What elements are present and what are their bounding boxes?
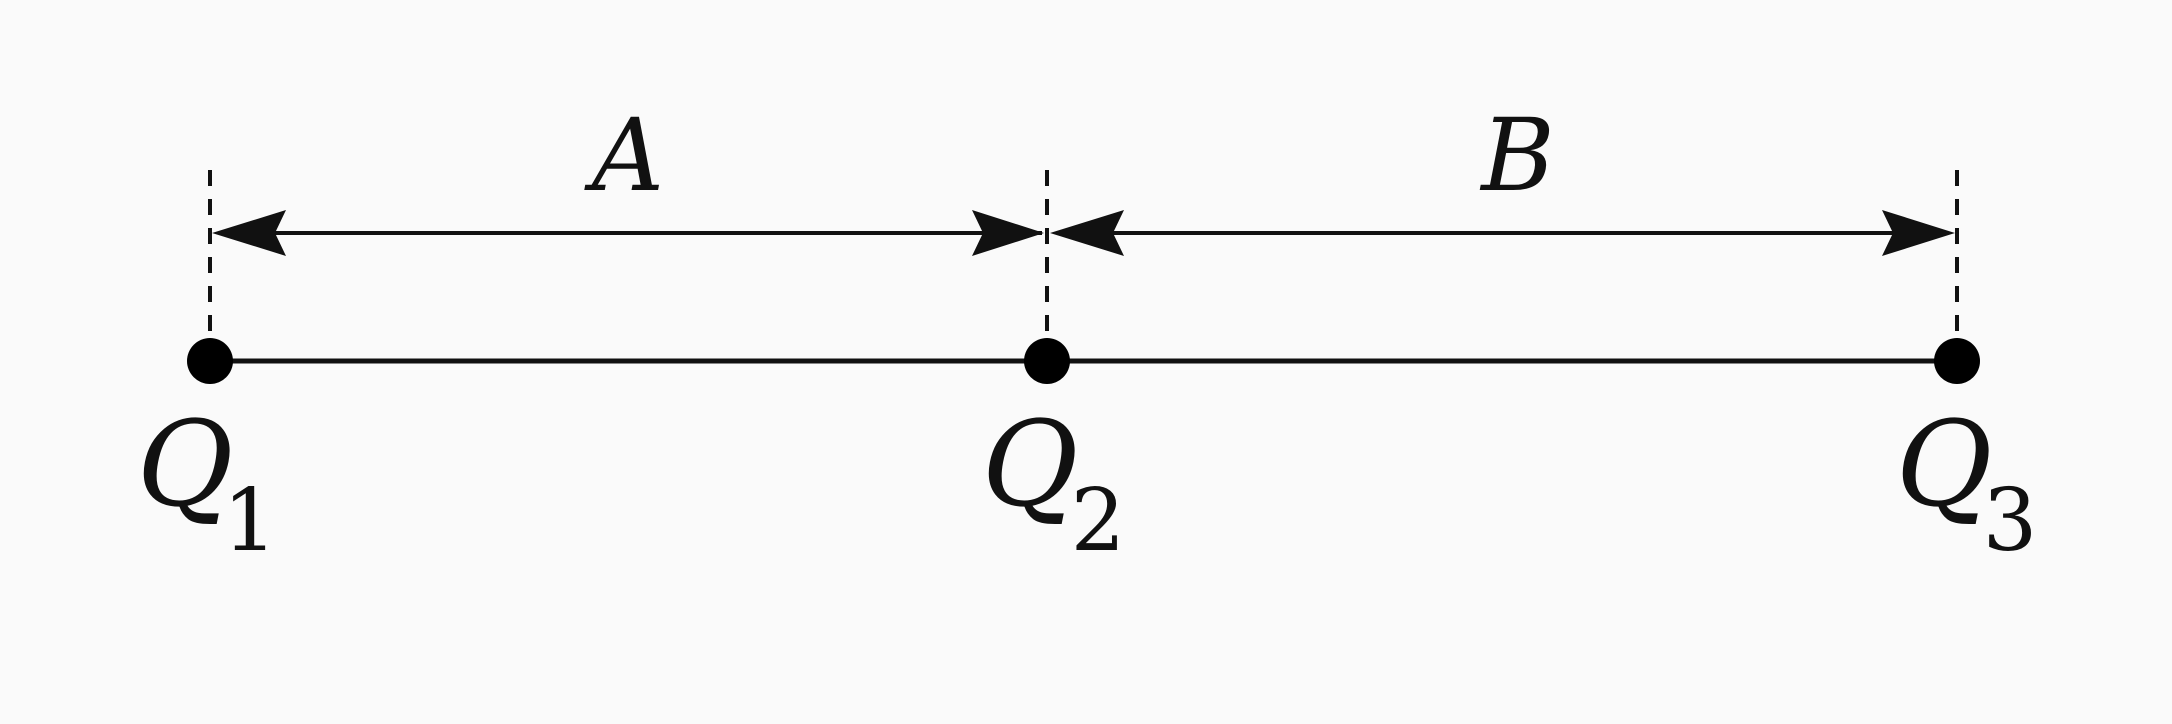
charge-label-q1: Q 1 [137,395,278,571]
charge-subscript-q3: 3 [1983,471,2038,571]
charge-dot-q1 [187,338,233,384]
charge-subscript-q1: 1 [223,471,278,571]
charge-dot-q3 [1934,338,1980,384]
distance-arrow-a [212,210,1044,256]
charge-dot-q2 [1024,338,1070,384]
charge-label-q3: Q 3 [1896,395,2038,571]
charge-symbol-q3: Q [1896,395,1993,533]
charge-subscript-q2: 2 [1071,471,1126,571]
distance-label-b: B [1479,97,1555,214]
charge-label-q2: Q 2 [982,395,1126,571]
charge-symbol-q1: Q [137,395,234,533]
charge-symbol-q2: Q [982,395,1079,533]
distance-label-a: A [584,97,664,214]
distance-arrow-b [1050,210,1955,256]
